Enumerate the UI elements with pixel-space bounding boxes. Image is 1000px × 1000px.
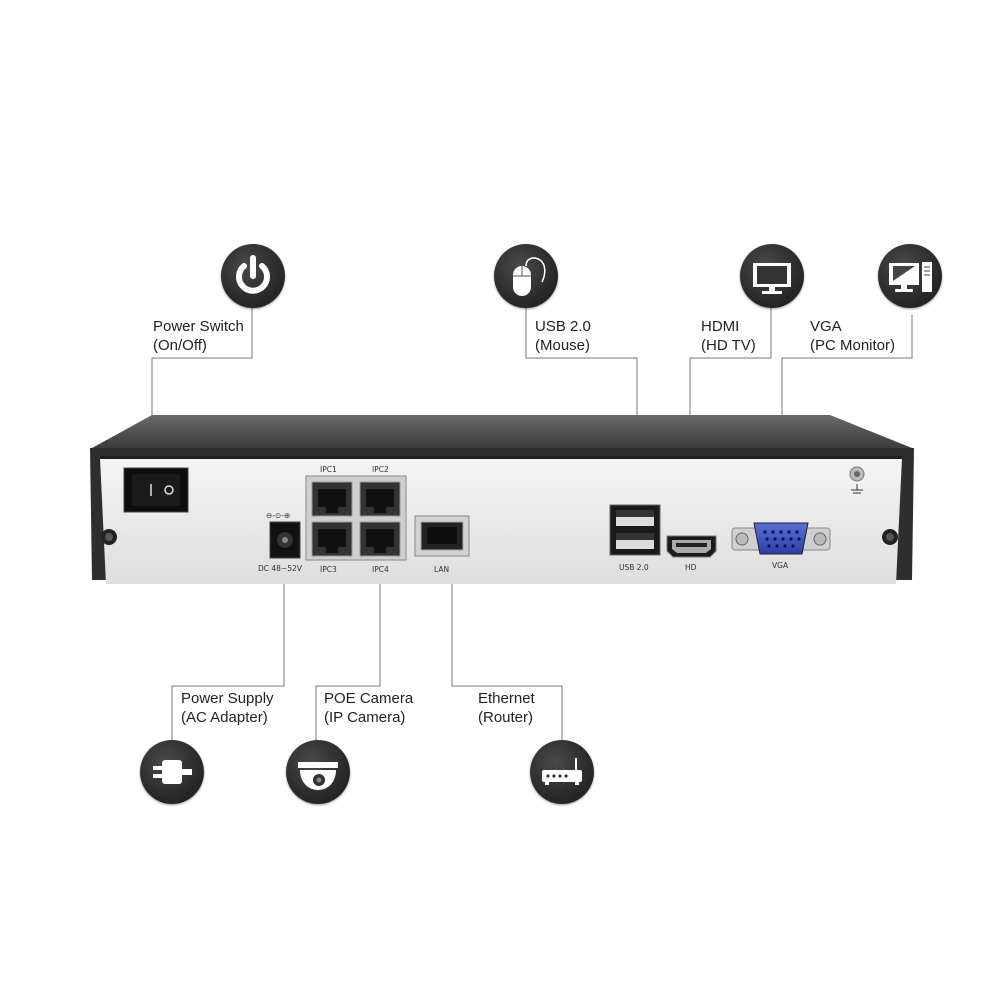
vga-label: VGA [772,561,789,570]
leader-ethernet [451,548,563,742]
lan-label: LAN [434,565,449,574]
usb-port-stack[interactable]: USB 2.0 [609,504,661,572]
nvr-chassis [90,415,914,584]
lan-port[interactable]: LAN [414,515,470,574]
mouse-icon [494,244,558,308]
router-icon [530,740,594,804]
leader-power-supply [171,548,285,742]
callout-hdmi: HDMI (HD TV) [701,318,756,354]
vga-port[interactable]: VGA [731,522,831,570]
leader-poe [315,550,381,742]
callout-ethernet: Ethernet (Router) [478,690,535,726]
rocker-switch[interactable] [123,467,189,513]
callout-usb: USB 2.0 (Mouse) [535,318,591,354]
ipc4-label: IPC4 [372,565,389,574]
dc-label: DC 48~52V [258,564,303,573]
ipc2-label: IPC2 [372,465,389,474]
ipc-port-block: IPC1 IPC2 IPC3 [305,465,407,574]
dome-camera-icon [286,740,350,804]
power-icon [221,244,285,308]
rj45-port-ipc4[interactable] [359,521,401,557]
callout-poe-camera: POE Camera (IP Camera) [324,690,414,726]
tv-icon [740,244,804,308]
rj45-port-ipc2[interactable] [359,481,401,517]
ipc1-label: IPC1 [320,465,337,474]
rj45-port-ipc1[interactable] [311,481,353,517]
svg-text:⊖-⊙-⊕: ⊖-⊙-⊕ [266,511,290,520]
panel-screws [101,529,898,545]
rj45-port-ipc3[interactable] [311,521,353,557]
callout-vga: VGA (PC Monitor) [810,318,896,354]
usb-label: USB 2.0 [619,563,649,572]
hdmi-port[interactable]: HD [666,535,717,572]
pc-monitor-icon [878,244,942,308]
callout-power-switch: Power Switch (On/Off) [153,318,244,354]
dc-power-jack[interactable]: ⊖-⊙-⊕ DC 48~52V [258,511,303,573]
plug-icon [140,740,204,804]
callout-power-supply: Power Supply (AC Adapter) [181,690,274,726]
ground-terminal-icon [849,466,865,494]
leader-lines [151,302,913,742]
hd-label: HD [685,563,697,572]
ipc3-label: IPC3 [320,565,337,574]
